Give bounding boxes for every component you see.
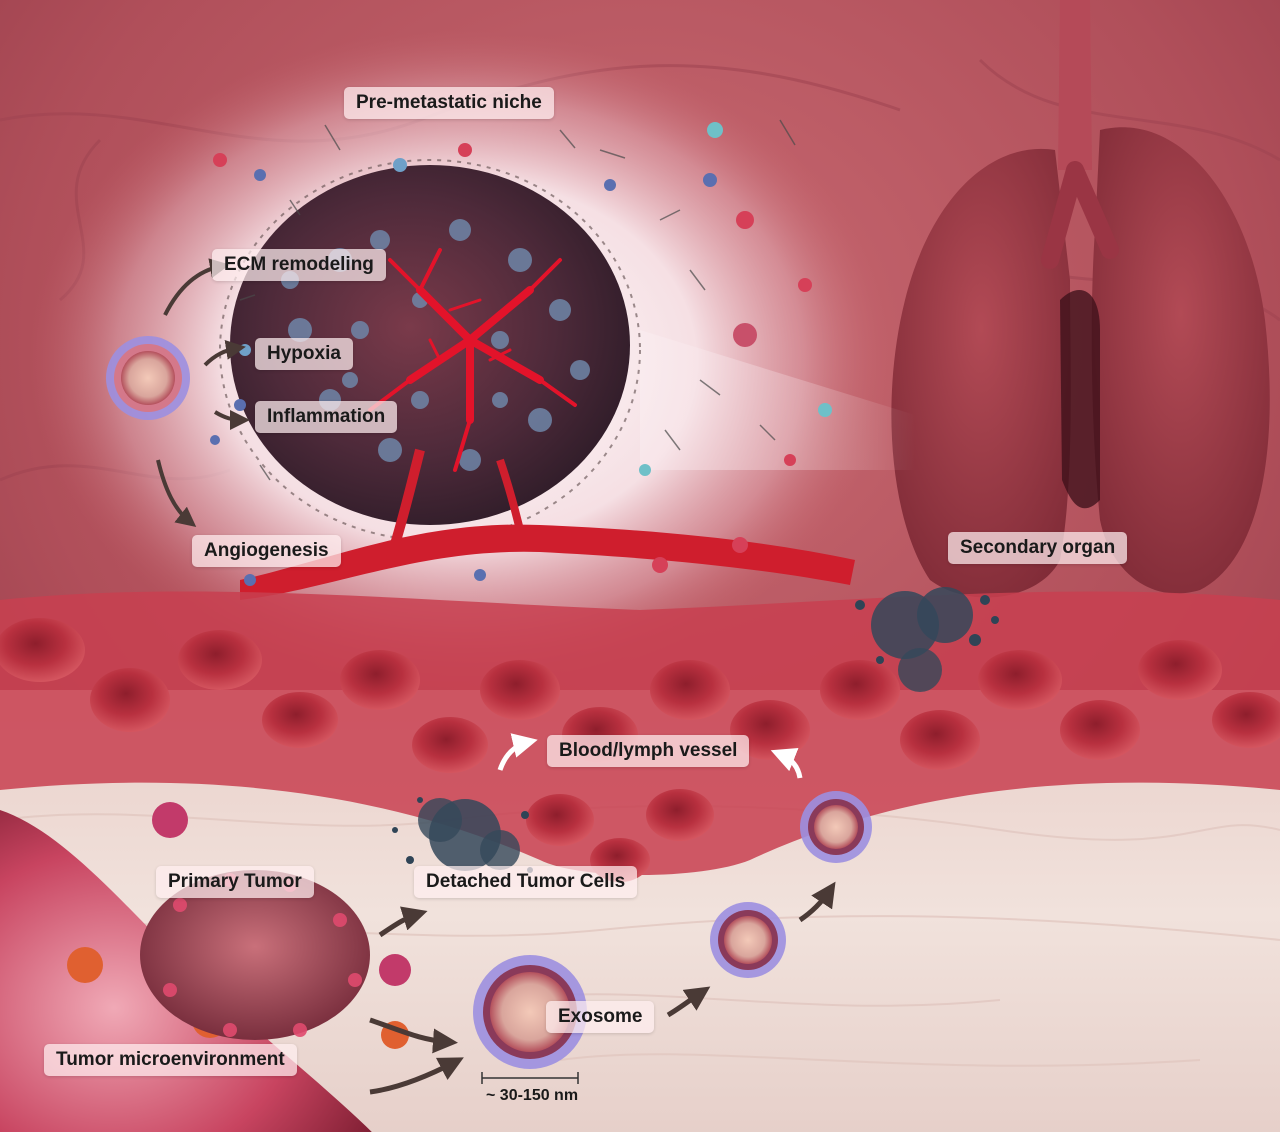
label-pre-metastatic-niche: Pre-metastatic niche xyxy=(344,87,554,119)
label-angiogenesis: Angiogenesis xyxy=(192,535,341,567)
left-lung xyxy=(891,148,1071,598)
niche-particles xyxy=(210,122,832,586)
label-exosome-size: ~ 30-150 nm xyxy=(486,1087,579,1104)
lower-arrows xyxy=(369,881,836,1095)
tumor-vasculature xyxy=(368,248,577,472)
primary-tumor xyxy=(140,870,370,1040)
label-blood-lymph-vessel: Blood/lymph vessel xyxy=(547,735,750,767)
detached-cell-cluster-upper xyxy=(855,587,999,692)
exosome-small xyxy=(800,791,872,863)
trachea xyxy=(1058,0,1092,170)
niche-exosome xyxy=(106,336,190,420)
right-lung xyxy=(1091,127,1270,594)
label-hypoxia: Hypoxia xyxy=(255,338,353,370)
label-exosome: Exosome xyxy=(546,1001,655,1033)
lungs-illustration xyxy=(891,0,1270,598)
label-primary-tumor: Primary Tumor xyxy=(156,866,314,898)
niche-fibers xyxy=(239,119,796,481)
vessel-band xyxy=(0,591,1280,875)
exosome-large xyxy=(473,955,587,1069)
label-detached-tumor-cells: Detached Tumor Cells xyxy=(414,866,638,898)
label-tumor-microenvironment: Tumor microenvironment xyxy=(44,1044,297,1076)
label-inflammation: Inflammation xyxy=(255,401,398,433)
exosome-medium xyxy=(710,902,786,978)
exosome-scale-bar xyxy=(481,1072,579,1084)
label-secondary-organ: Secondary organ xyxy=(948,532,1128,564)
label-ecm-remodeling: ECM remodeling xyxy=(212,249,386,281)
detached-cell-cluster-lower xyxy=(392,797,533,873)
red-blood-cells xyxy=(0,618,1280,882)
bronchi xyxy=(1041,161,1119,269)
vessel-entry-arrows xyxy=(497,733,803,779)
